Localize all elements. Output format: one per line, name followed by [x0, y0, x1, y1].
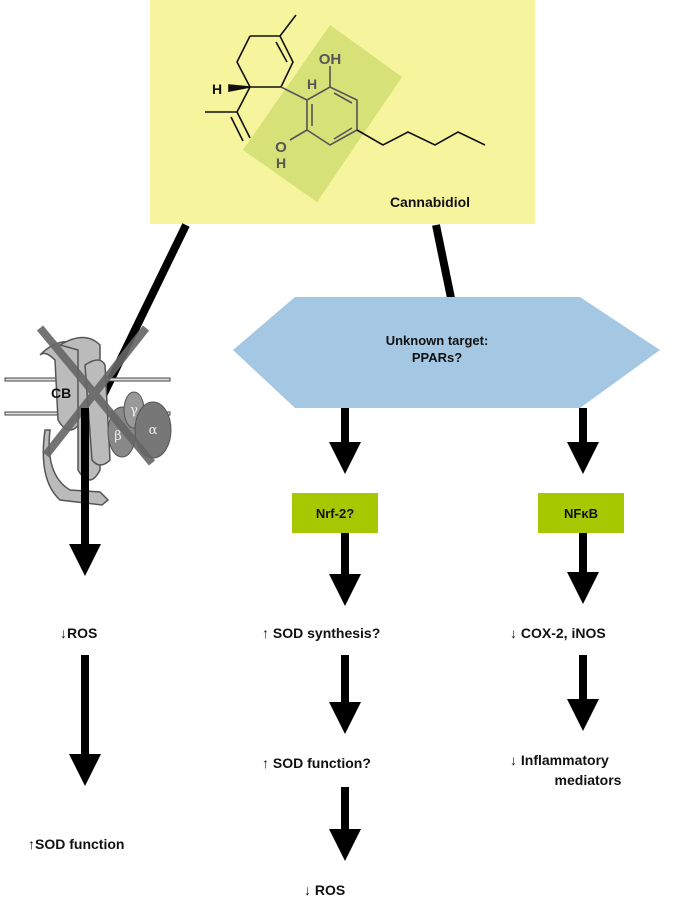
inflammatory-label: ↓ Inflammatory: [510, 752, 609, 768]
left-sod-function-label: ↑SOD function: [28, 836, 124, 852]
target-line1: Unknown target:: [386, 333, 489, 348]
cb-receptor-illustration: CB γ β α: [4, 325, 172, 506]
alpha-label: α: [149, 423, 158, 438]
beta-label: β: [114, 429, 122, 444]
cannabidiol-structure: [205, 14, 486, 146]
h-wedge-label: H: [212, 81, 222, 97]
nfkb-box: [538, 493, 624, 533]
cox-inos-label: ↓ COX-2, iNOS: [510, 625, 606, 641]
unknown-target-hexagon: [233, 297, 660, 408]
oh-top-label: OH: [319, 51, 342, 68]
gamma-label: γ: [130, 403, 138, 418]
molecule-name: Cannabidiol: [390, 194, 470, 210]
o-bottom-label: O: [275, 139, 287, 156]
connector-to-receptor: [92, 223, 190, 412]
nrf2-box: [292, 493, 378, 533]
middle-ros-label: ↓ ROS: [304, 882, 345, 898]
sod-synthesis-label: ↑ SOD synthesis?: [262, 625, 380, 641]
h-ring-label: H: [307, 76, 317, 92]
nfkb-label: NFκB: [564, 506, 598, 521]
sod-function-label: ↑ SOD function?: [262, 755, 371, 771]
cb-label: CB: [51, 385, 71, 401]
cannabidiol-panel: OH H H O H Cannabidiol: [150, 0, 535, 224]
highlight-region: [243, 25, 402, 202]
cross-out-icon: [36, 325, 156, 466]
nrf2-label: Nrf-2?: [316, 506, 354, 521]
h-bottom-label: H: [276, 155, 286, 171]
target-line2: PPARs?: [412, 350, 462, 365]
mediators-label: mediators: [555, 772, 622, 788]
arrows: [69, 408, 599, 861]
left-ros-label: ↓ROS: [60, 625, 97, 641]
connector-to-target: [432, 224, 455, 299]
